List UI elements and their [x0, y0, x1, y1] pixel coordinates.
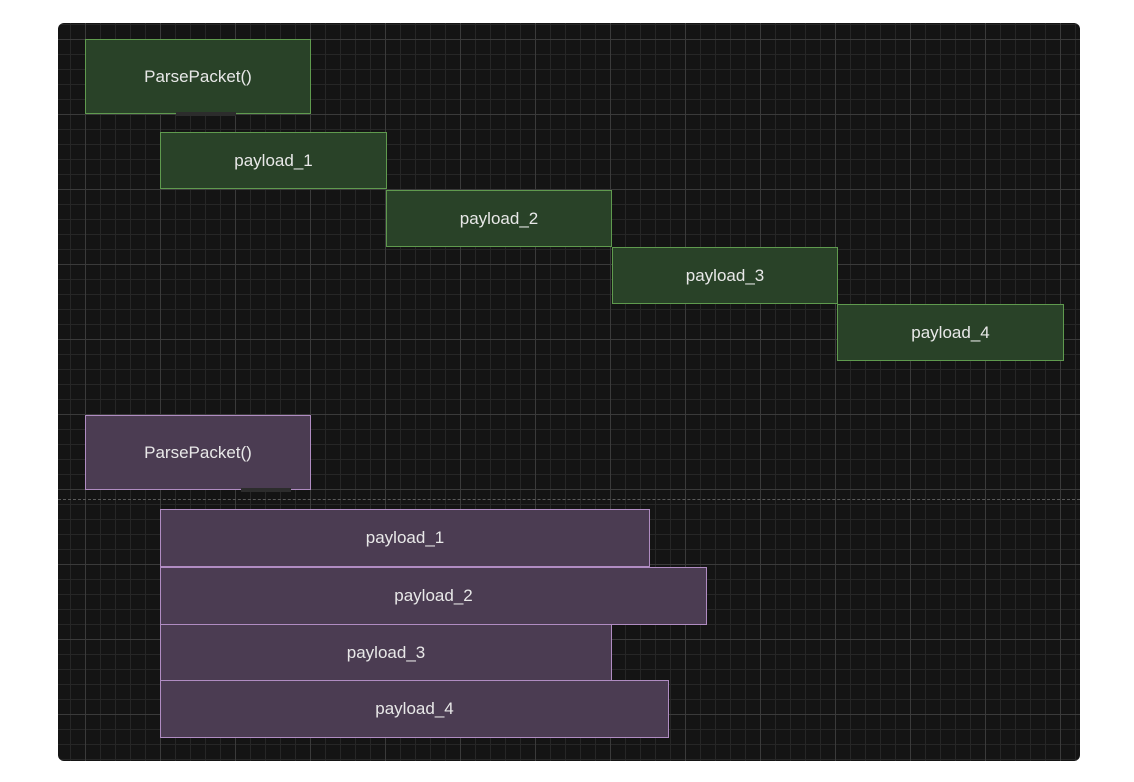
bottom-payload-2-label: payload_2 [394, 586, 473, 605]
bottom-payload-4-block: payload_4 [160, 680, 669, 738]
top-payload-3-block: payload_3 [612, 247, 838, 304]
top-payload-2-block: payload_2 [386, 190, 612, 247]
bottom-payload-4-label: payload_4 [375, 699, 454, 718]
top-payload-4-label: payload_4 [911, 322, 990, 342]
bottom-parse-connector [241, 488, 291, 492]
top-parse-packet-block: ParsePacket() [85, 39, 311, 114]
bottom-payload-3-label: payload_3 [346, 642, 426, 662]
bottom-payload-3-block: payload_3 [160, 624, 612, 681]
bottom-parse-packet-label: ParsePacket() [144, 442, 252, 462]
dashed-divider [58, 499, 1080, 500]
top-payload-1-block: payload_1 [160, 132, 387, 189]
diagram-canvas: ParsePacket() payload_1 payload_2 payloa… [58, 23, 1080, 761]
top-parse-packet-label: ParsePacket() [144, 66, 252, 86]
bottom-payload-1-label: payload_1 [365, 528, 445, 547]
top-payload-4-block: payload_4 [837, 304, 1064, 361]
top-payload-1-label: payload_1 [234, 150, 313, 170]
bottom-parse-packet-block: ParsePacket() [85, 415, 311, 490]
top-payload-3-label: payload_3 [685, 265, 765, 285]
top-payload-2-label: payload_2 [459, 208, 539, 228]
bottom-payload-1-block: payload_1 [160, 509, 650, 567]
bottom-payload-2-block: payload_2 [160, 567, 707, 625]
top-parse-connector [176, 112, 236, 116]
